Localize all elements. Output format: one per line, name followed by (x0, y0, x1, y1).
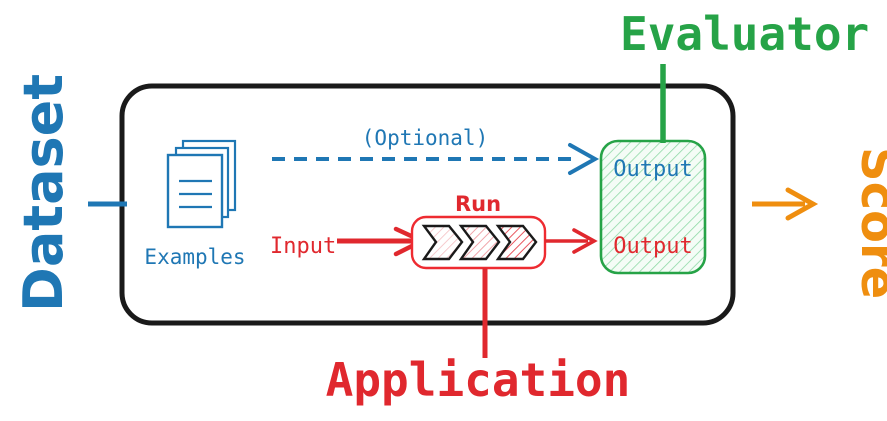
optional-edge (272, 143, 600, 175)
run-chevron-1 (421, 224, 464, 261)
run-node[interactable] (410, 215, 547, 270)
score-edge (752, 187, 819, 221)
evaluator-output-bottom-label: Output (613, 234, 692, 259)
optional-edge-label: (Optional) (362, 126, 488, 150)
evaluator-output-top-label: Output (613, 157, 692, 182)
score-edge-arrowhead (785, 187, 819, 221)
run-chevron-2 (458, 224, 501, 261)
score-label: Score (850, 147, 887, 299)
document-page-front (166, 153, 224, 229)
evaluator-output-box[interactable]: Output Output (599, 139, 707, 275)
dataset-label: Dataset (12, 74, 75, 312)
evaluator-output-box-outline[interactable] (599, 139, 707, 275)
stacked-documents-icon (166, 139, 237, 229)
evaluator-label: Evaluator (620, 7, 869, 61)
run-label: Run (455, 192, 501, 216)
optional-edge-arrowhead (568, 143, 600, 175)
dataset-label-group: Dataset (12, 74, 75, 312)
score-label-group: Score (850, 147, 887, 299)
examples-label: Examples (144, 245, 245, 269)
run-to-output-arrowhead (572, 228, 598, 254)
application-label: Application (326, 353, 631, 407)
run-to-output-edge (545, 228, 598, 254)
run-chevron-3 (495, 224, 538, 261)
input-label: Input (270, 234, 336, 259)
input-to-run-edge (337, 226, 428, 257)
